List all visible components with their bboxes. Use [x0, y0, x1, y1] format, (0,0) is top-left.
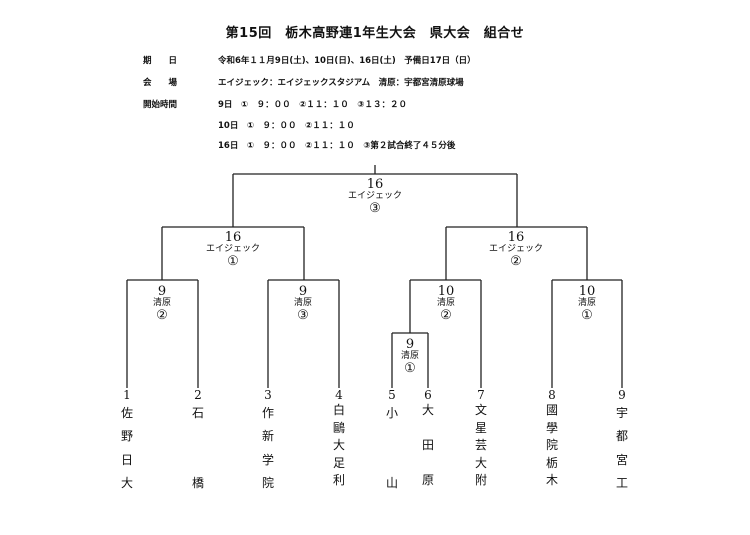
match-game: ③: [297, 308, 309, 324]
start-time-label: 開始時間: [143, 100, 178, 110]
team-seed-number: 4: [335, 388, 343, 402]
match-game: ③: [369, 201, 381, 217]
team-name: 大 田 原: [421, 403, 434, 487]
team-name: 作新学院: [261, 406, 274, 490]
match-date: 9: [157, 284, 167, 299]
match-venue: エイジェック: [488, 244, 543, 255]
team-seed-number: 1: [123, 388, 131, 402]
team-seed-number: 7: [477, 388, 485, 402]
team-name: 小 山: [385, 406, 398, 490]
team-5: 5 小 山: [377, 388, 407, 495]
match-game: ①: [581, 308, 593, 324]
match-semifinal-a: 16 エイジェック ①: [183, 230, 283, 270]
team-seed-number: 3: [264, 388, 272, 402]
venue-label: 会 場: [143, 78, 178, 88]
start-time-day9: 9日 ① ９：００ ②１１：１０ ③１３：２０: [218, 100, 408, 110]
match-venue: 清原: [152, 298, 171, 309]
match-round1-c: 9 清原 ①: [360, 337, 460, 377]
match-venue: エイジェック: [347, 191, 402, 202]
team-1: 1 佐野日大: [112, 388, 142, 495]
match-date: 16: [224, 230, 242, 245]
match-venue: 清原: [436, 298, 455, 309]
venue-value: エイジェック：エイジェックスタジアム 清原：宇都宮清原球場: [218, 78, 464, 88]
match-game: ①: [404, 361, 416, 377]
match-final: 16 エイジェック ③: [325, 177, 425, 217]
match-round2-b: 10 清原 ①: [537, 284, 637, 324]
match-game: ②: [510, 254, 522, 270]
team-seed-number: 5: [388, 388, 396, 402]
team-seed-number: 2: [194, 388, 202, 402]
team-3: 3 作新学院: [253, 388, 283, 495]
date-value: 令和6年１１月9日(土)、10日(日)、16日(土) 予備日17日（日）: [218, 56, 476, 66]
team-name: 白鷗大足利: [332, 403, 345, 487]
match-date: 10: [578, 284, 596, 299]
team-seed-number: 8: [548, 388, 556, 402]
team-name: 宇都宮工: [615, 406, 628, 490]
team-name: 佐野日大: [120, 406, 133, 490]
match-venue: 清原: [577, 298, 596, 309]
team-2: 2 石 橋: [183, 388, 213, 495]
match-round2-a: 10 清原 ②: [396, 284, 496, 324]
match-round1-b: 9 清原 ③: [253, 284, 353, 324]
match-date: 16: [507, 230, 525, 245]
team-name: 文星芸大附: [474, 403, 487, 487]
team-seed-number: 6: [424, 388, 432, 402]
team-name: 石 橋: [191, 406, 204, 490]
match-game: ②: [440, 308, 452, 324]
team-seed-number: 9: [618, 388, 626, 402]
match-date: 10: [437, 284, 455, 299]
match-date: 16: [366, 177, 384, 192]
match-venue: 清原: [293, 298, 312, 309]
date-label: 期 日: [143, 56, 178, 66]
match-round1-a: 9 清原 ②: [112, 284, 212, 324]
match-venue: 清原: [400, 351, 419, 362]
match-game: ②: [156, 308, 168, 324]
match-venue: エイジェック: [205, 244, 260, 255]
page-title: 第15回 栃木高野連1年生大会 県大会 組合せ: [225, 26, 525, 41]
start-time-day10: 10日 ① ９：００ ②１１：１０: [218, 121, 355, 131]
match-game: ①: [227, 254, 239, 270]
match-semifinal-b: 16 エイジェック ②: [466, 230, 566, 270]
team-name: 國學院栃木: [545, 403, 558, 487]
match-date: 9: [298, 284, 308, 299]
match-date: 9: [405, 337, 415, 352]
start-time-day16: 16日 ① ９：００ ②１１：１０ ③第２試合終了４５分後: [218, 141, 456, 151]
team-9: 9 宇都宮工: [607, 388, 637, 495]
